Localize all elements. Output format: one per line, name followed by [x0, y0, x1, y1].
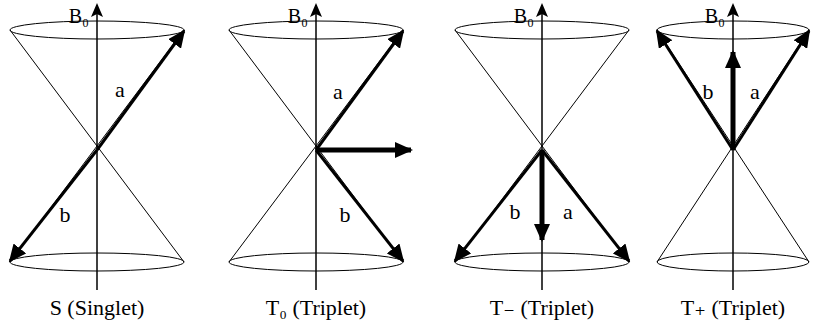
spin-label: b — [703, 80, 714, 104]
spin-label: b — [60, 203, 71, 227]
spin-label: a — [333, 80, 343, 104]
spin-label: a — [750, 80, 760, 104]
field-label: B₀ — [69, 5, 89, 27]
field-label: B₀ — [288, 5, 308, 27]
state-caption: S (Singlet) — [50, 296, 145, 320]
field-label: B₀ — [514, 5, 534, 27]
field-label: B₀ — [705, 5, 725, 27]
state-caption: T₀ (Triplet) — [266, 296, 366, 320]
spin-label: a — [563, 200, 573, 224]
spin-label: a — [115, 78, 125, 102]
spin-label: b — [510, 200, 521, 224]
spin-label: b — [340, 203, 351, 227]
state-caption: T₋ (Triplet) — [490, 296, 594, 320]
state-caption: T₊ (Triplet) — [681, 296, 785, 320]
